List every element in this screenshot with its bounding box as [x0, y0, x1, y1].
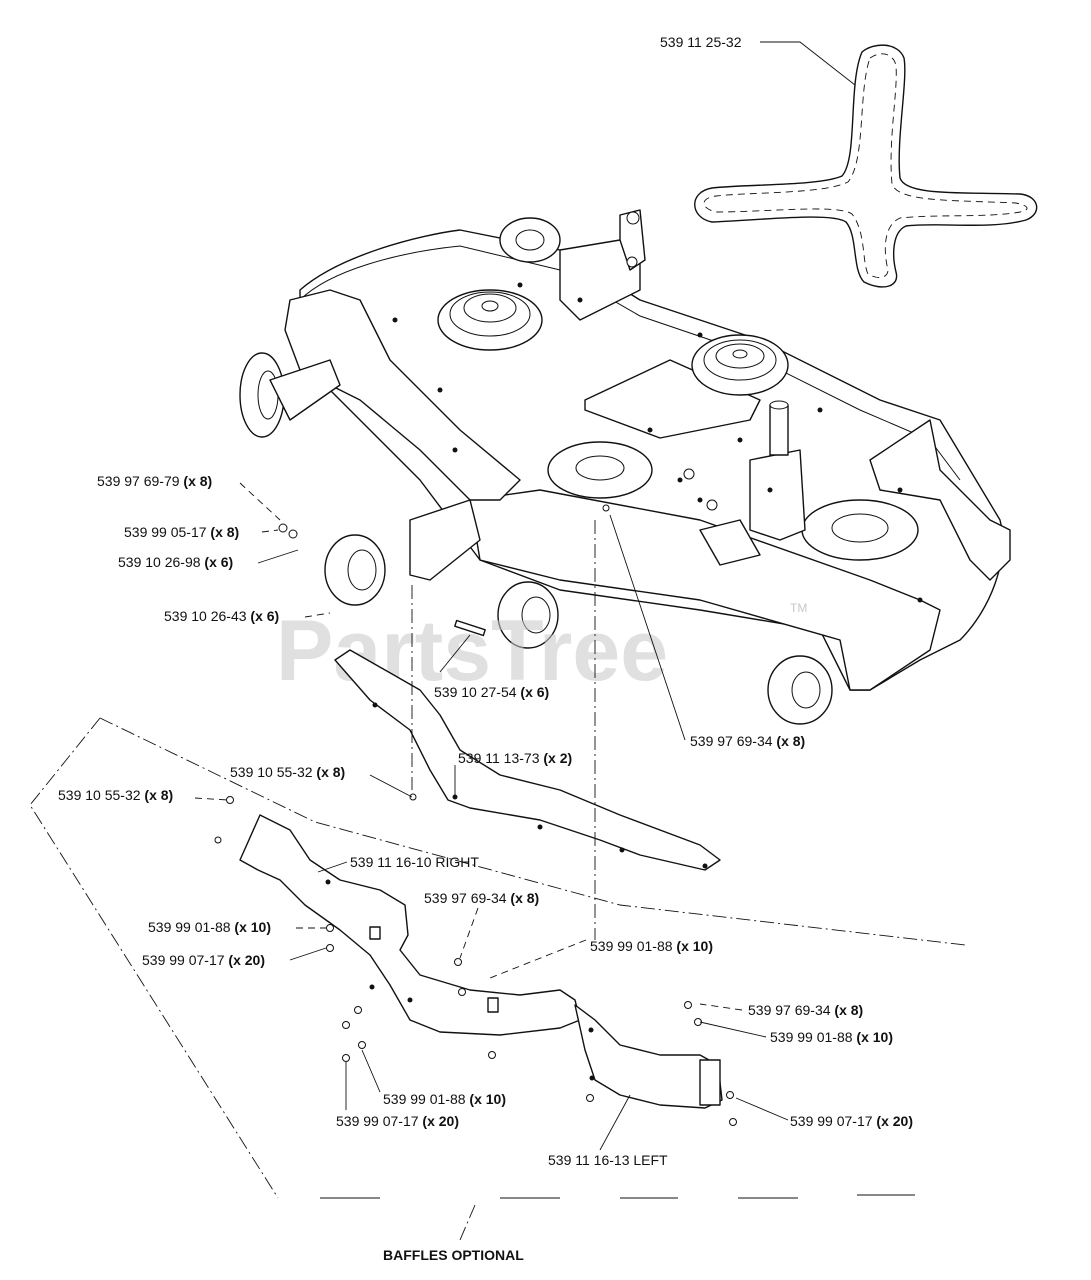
- label-nut-right-baffle: 539 97 69-34 (x 8): [748, 1002, 863, 1018]
- label-wheel: 539 10 26-98 (x 6): [118, 554, 233, 570]
- label-nut-baffle: 539 97 69-34 (x 8): [424, 890, 539, 906]
- label-bracket: 539 11 13-73 (x 2): [458, 750, 572, 766]
- label-nut-deck: 539 97 69-34 (x 8): [690, 733, 805, 749]
- label-washer-baffle-left: 539 99 07-17 (x 20): [142, 952, 265, 968]
- mower-deck: [239, 209, 1011, 725]
- label-baffle-right: 539 11 16-10 RIGHT: [350, 854, 479, 870]
- label-bolt-lower: 539 99 01-88 (x 10): [383, 1091, 506, 1107]
- label-bolt-center: 539 10 55-32 (x 8): [230, 764, 345, 780]
- hardware-markers: [214, 504, 737, 1126]
- baffles-optional-boundary: [29, 717, 966, 1241]
- callout-labels: 539 11 25-32 539 97 69-79 (x 8) 539 99 0…: [58, 34, 913, 1263]
- baffle-bracket-drawing: [334, 649, 721, 871]
- belt-drawing: [694, 44, 1038, 288]
- label-bushing: 539 10 26-43 (x 6): [164, 608, 279, 624]
- label-bolt-baffle-center: 539 99 01-88 (x 10): [590, 938, 713, 954]
- label-bolt-wheel: 539 10 27-54 (x 6): [434, 684, 549, 700]
- label-washer-right-lower: 539 99 07-17 (x 20): [790, 1113, 913, 1129]
- watermark: PartsTree: [276, 603, 668, 699]
- label-nut-top: 539 97 69-79 (x 8): [97, 473, 212, 489]
- label-bolt-right-baffle: 539 99 01-88 (x 10): [770, 1029, 893, 1045]
- label-belt: 539 11 25-32: [660, 34, 742, 50]
- leader-lines: [194, 41, 856, 1151]
- watermark-trademark: TM: [790, 601, 807, 615]
- baffle-left-drawing: [574, 1004, 723, 1109]
- label-washer-lower: 539 99 07-17 (x 20): [336, 1113, 459, 1129]
- assembly-center-lines: [411, 520, 596, 940]
- label-baffle-left: 539 11 16-13 LEFT: [548, 1152, 668, 1168]
- label-washer-top: 539 99 05-17 (x 8): [124, 524, 239, 540]
- label-bolt-left: 539 10 55-32 (x 8): [58, 787, 173, 803]
- label-bolt-baffle-left: 539 99 01-88 (x 10): [148, 919, 271, 935]
- baffles-optional-caption: BAFFLES OPTIONAL: [383, 1247, 524, 1263]
